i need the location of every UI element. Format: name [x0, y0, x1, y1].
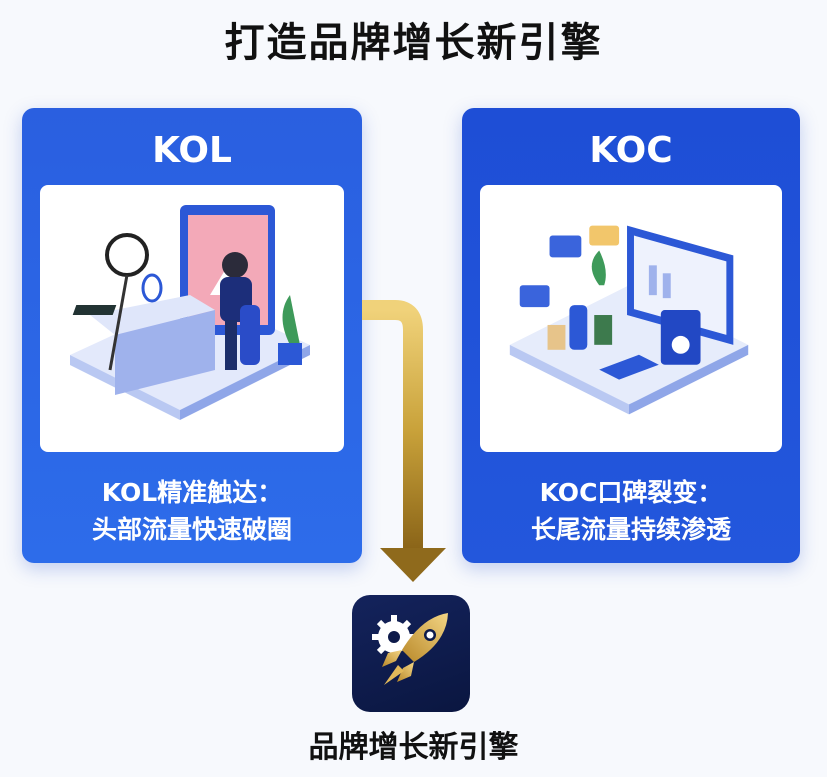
- kol-caption-line2: 头部流量快速破圈: [91, 515, 292, 544]
- koc-heading: KOC: [589, 130, 673, 171]
- livestreamer-illustration: [70, 205, 310, 420]
- kol-heading: KOL: [152, 130, 232, 171]
- engine-label: 品牌增长新引擎: [308, 730, 519, 765]
- koc-card: KOC KOC口碑裂变： 长尾流量持续渗透: [462, 108, 800, 563]
- koc-illustration: [480, 185, 782, 452]
- kol-card: KOL KOL精准触达： 头部流量快速破圈: [22, 108, 362, 563]
- rocket-gear-icon: [352, 595, 470, 712]
- kol-illustration: [40, 185, 344, 452]
- koc-caption-line1: KOC口碑裂变：: [539, 478, 723, 507]
- page-title: 打造品牌增长新引擎: [224, 20, 603, 66]
- kol-caption-line1: KOL精准触达：: [101, 478, 283, 507]
- gold-flow-arrow-icon: [362, 300, 446, 582]
- workspace-illustration: [509, 225, 749, 415]
- koc-caption-line2: 长尾流量持续渗透: [530, 515, 731, 544]
